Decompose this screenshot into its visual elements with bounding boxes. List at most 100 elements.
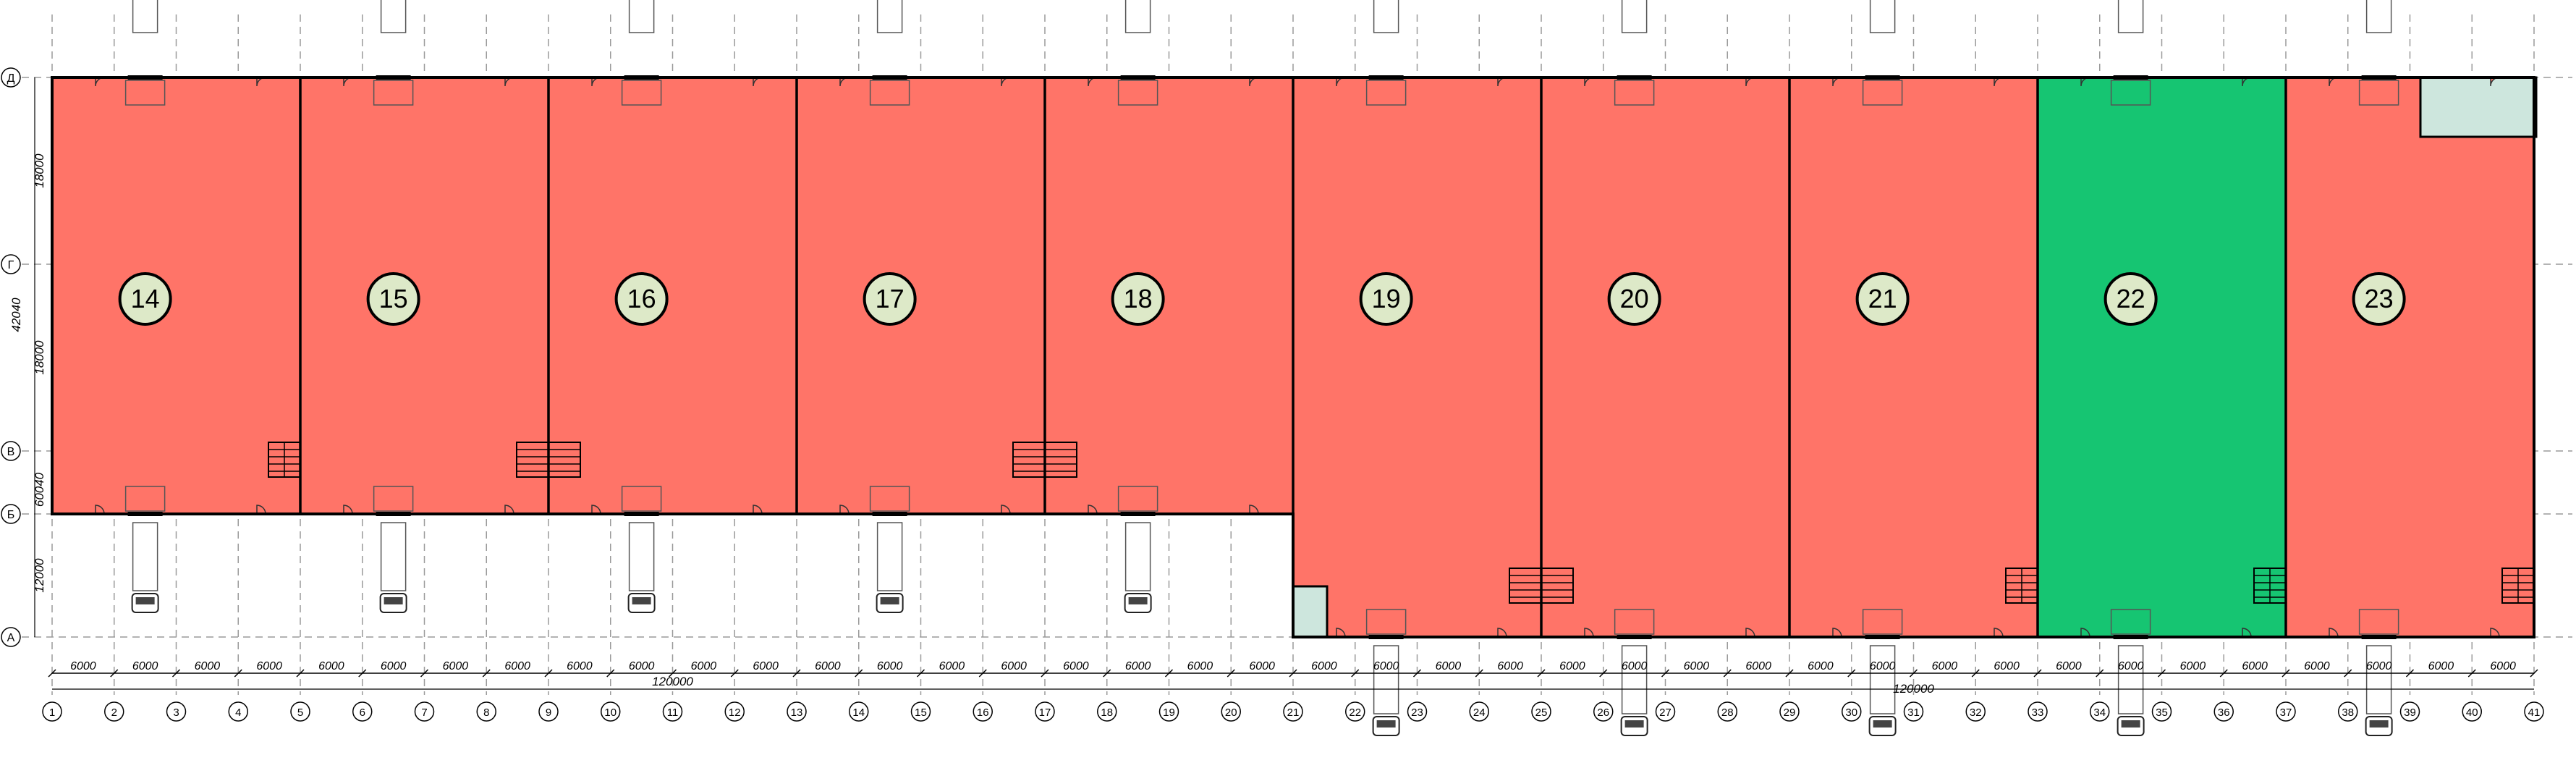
dimension-tick xyxy=(234,669,242,678)
unit-16-number: 16 xyxy=(627,284,656,313)
axis-label-col-14: 14 xyxy=(852,707,865,719)
axis-label-col-39: 39 xyxy=(2404,707,2416,719)
span-dimension-label: 6000 xyxy=(1622,660,1648,672)
unit-18-number: 18 xyxy=(1124,284,1153,313)
span-dimension-label: 6000 xyxy=(753,660,779,672)
dim-total-height: 42040 xyxy=(9,298,23,332)
dimension-tick xyxy=(978,669,987,678)
unit-22-number: 22 xyxy=(2117,284,2145,313)
dock-pit-bottom xyxy=(1117,486,1158,512)
span-dimension-label: 6000 xyxy=(2428,660,2454,672)
unit-15-marker xyxy=(366,272,420,326)
dimension-tick xyxy=(2530,669,2538,678)
dimension-tick xyxy=(1164,669,1174,678)
truck-trailer xyxy=(1621,645,1648,714)
span-dimension-label: 6000 xyxy=(1497,660,1523,672)
axis-label-col-41: 41 xyxy=(2528,707,2541,719)
axis-label-row-a: А xyxy=(7,632,15,644)
span-dimension-label: 6000 xyxy=(2366,660,2392,672)
dim-g-to-v: 18000 xyxy=(33,340,46,375)
truck-trailer xyxy=(2365,645,2392,714)
truck-trailer xyxy=(1869,645,1896,714)
dock-pit-bottom xyxy=(2110,609,2151,635)
truck-trailer xyxy=(380,522,407,591)
span-dimension-label: 6000 xyxy=(2180,660,2206,672)
truck-trailer xyxy=(1124,522,1151,591)
axis-label-row-v: В xyxy=(7,446,15,458)
axis-label-col-5: 5 xyxy=(297,707,303,719)
axis-marker-col-8 xyxy=(476,701,496,722)
unit-20-marker xyxy=(1607,272,1661,326)
axis-marker-col-22 xyxy=(1345,701,1365,722)
dock-pit-top xyxy=(869,80,910,106)
dimension-tick xyxy=(2219,669,2228,678)
dimension-tick xyxy=(1723,669,1732,678)
span-dimension-label: 6000 xyxy=(1001,660,1027,672)
truck-window xyxy=(1128,597,1148,604)
dimension-tick xyxy=(1351,669,1360,678)
axis-marker-row-g xyxy=(1,254,21,274)
axis-label-col-16: 16 xyxy=(977,707,989,719)
dim-v-to-b: 60040 xyxy=(33,472,46,507)
truck-window xyxy=(880,597,899,604)
dimension-lines: 6000 6000 6000 6000 6000 6000 6000 6000 6000 6000… xyxy=(9,77,2538,696)
span-dimension-label: 6000 xyxy=(1932,660,1958,672)
truck-trailer xyxy=(1373,0,1399,33)
dock-pit-top xyxy=(2110,80,2151,106)
axis-label-col-30: 30 xyxy=(1845,707,1857,719)
axis-marker-col-5 xyxy=(290,701,310,722)
axis-marker-col-12 xyxy=(724,701,745,722)
total-dimension-right: 120000 xyxy=(1893,682,1934,696)
truck-window xyxy=(1873,720,1892,728)
axis-label-col-11: 11 xyxy=(667,707,679,719)
axis-marker-col-7 xyxy=(414,701,435,722)
span-dimension-label: 6000 xyxy=(2490,660,2516,672)
span-dimension-label: 6000 xyxy=(815,660,841,672)
unit-19-number: 19 xyxy=(1372,284,1401,313)
dimension-tick xyxy=(171,669,181,678)
axis-marker-col-32 xyxy=(1965,701,1986,722)
dock-pit-top xyxy=(124,80,166,106)
truck-bottom-unit-17 xyxy=(876,522,904,613)
truck-trailer xyxy=(876,522,903,591)
dimension-tick xyxy=(1412,669,1422,678)
dock-pit-bottom xyxy=(621,486,662,512)
dock-pit-bottom xyxy=(1614,609,1655,635)
axis-label-col-38: 38 xyxy=(2342,707,2354,719)
dock-pit-top xyxy=(1365,80,1407,106)
unit-22-marker xyxy=(2103,272,2158,326)
unit-19-area xyxy=(1293,77,1541,637)
axis-label-col-26: 26 xyxy=(1597,707,1609,719)
axis-label-col-3: 3 xyxy=(173,707,179,719)
dimension-tick xyxy=(1785,669,1794,678)
axis-label-col-27: 27 xyxy=(1659,707,1672,719)
axis-marker-col-11 xyxy=(662,701,683,722)
truck-bottom-unit-14 xyxy=(131,522,159,613)
dock-pit-bottom xyxy=(1365,609,1407,635)
span-dimension-label: 6000 xyxy=(1249,660,1275,672)
axis-marker-col-28 xyxy=(1717,701,1737,722)
dock-pit-top xyxy=(621,80,662,106)
axis-label-col-21: 21 xyxy=(1287,707,1300,719)
office-room-bottom-left xyxy=(1292,585,1329,638)
truck-top-unit-21 xyxy=(1869,0,1896,33)
axis-marker-col-16 xyxy=(973,701,993,722)
dock-pit-top xyxy=(1862,80,1903,106)
total-dimension-left: 120000 xyxy=(652,675,693,688)
unit-17-marker xyxy=(863,272,917,326)
axis-label-col-22: 22 xyxy=(1349,707,1361,719)
dim-d-to-g: 18000 xyxy=(33,153,46,188)
dimension-tick xyxy=(358,669,367,678)
span-dimension-label: 6000 xyxy=(1808,660,1834,672)
axis-marker-col-13 xyxy=(787,701,807,722)
axis-label-row-d: Д xyxy=(7,72,15,85)
axis-marker-col-18 xyxy=(1097,701,1117,722)
axis-label-col-15: 15 xyxy=(915,707,927,719)
unit-22-area xyxy=(2038,77,2286,637)
axis-label-col-17: 17 xyxy=(1039,707,1051,719)
axis-label-col-23: 23 xyxy=(1411,707,1423,719)
unit-17-area xyxy=(797,77,1045,514)
span-dimension-label: 6000 xyxy=(1063,660,1089,672)
span-dimension-label: 6000 xyxy=(195,660,221,672)
